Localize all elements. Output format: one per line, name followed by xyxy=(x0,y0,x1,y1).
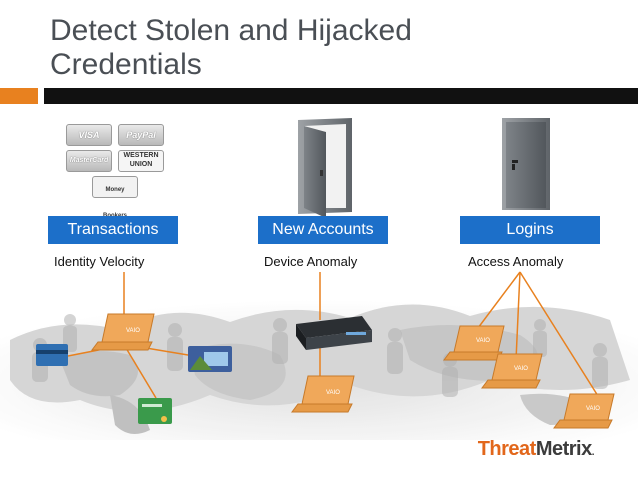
slide-title-line2: Credentials xyxy=(50,48,202,81)
pill-new-accounts: New Accounts xyxy=(258,216,388,244)
brand-part2: Metrix xyxy=(535,438,592,460)
moneybookers-logo: Money Bookers xyxy=(92,176,138,219)
laptop-icon: VAIO xyxy=(443,325,505,361)
paypal-logo: PayPal xyxy=(118,124,164,146)
brand-part1: Threat xyxy=(477,438,537,460)
western-union-logo: WESTERN UNION xyxy=(118,150,164,172)
laptop-screen-text: VAIO xyxy=(476,338,490,344)
laptop-icon: VAIO xyxy=(291,375,355,413)
accent-bar-orange xyxy=(0,88,38,104)
accent-bar-black xyxy=(44,88,638,104)
label-access-anomaly: Access Anomaly xyxy=(468,254,564,269)
laptop-icon: VAIO xyxy=(553,393,615,429)
closed-door-icon xyxy=(502,118,550,210)
laptop-screen-text: VAIO xyxy=(514,366,528,372)
western-union-line1: WESTERN xyxy=(123,152,159,159)
slide-title-line1: Detect Stolen and Hijacked xyxy=(50,14,412,47)
pill-transactions: Transactions xyxy=(48,216,178,244)
western-union-line2: UNION xyxy=(129,161,153,168)
slide-title: Detect Stolen and Hijacked Credentials xyxy=(50,14,610,82)
laptop-icon: VAIO xyxy=(91,313,155,351)
credit-card-icon xyxy=(36,344,68,366)
brand-suffix: . xyxy=(591,447,595,458)
label-device-anomaly: Device Anomaly xyxy=(264,254,358,269)
credit-card-icon xyxy=(188,346,232,372)
label-identity-velocity: Identity Velocity xyxy=(54,254,145,269)
network-device-icon xyxy=(296,316,372,350)
world-map-crowd-background xyxy=(0,300,638,440)
laptop-icon: VAIO xyxy=(481,353,543,389)
credit-card-icon xyxy=(138,398,172,424)
threatmetrix-logo: ThreatMetrix. xyxy=(477,438,595,461)
visa-logo: VISA xyxy=(66,124,112,146)
laptop-screen-text: VAIO xyxy=(586,406,600,412)
laptop-screen-text: VAIO xyxy=(326,390,340,396)
mastercard-logo: MasterCard xyxy=(66,150,112,172)
connector-lines xyxy=(67,271,599,399)
laptop-screen-text: VAIO xyxy=(126,328,140,334)
open-door-icon xyxy=(298,118,352,218)
pill-logins: Logins xyxy=(460,216,600,244)
